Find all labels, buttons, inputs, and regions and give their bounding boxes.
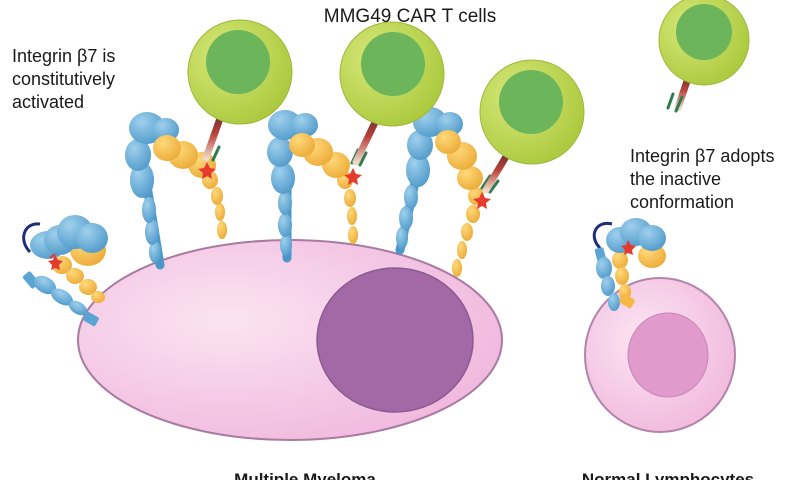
car-t-cell-3	[479, 59, 585, 194]
antibody-marker-1	[198, 162, 216, 179]
inactive-integrin	[592, 218, 666, 311]
active-integrin-1	[125, 112, 227, 270]
antibody-marker-5	[621, 240, 636, 255]
inactive-note-line-3: conformation	[630, 192, 734, 212]
car-t-cell-1	[187, 19, 293, 162]
inactive-note-line-2: the inactive	[630, 169, 721, 189]
active-note-line-3: activated	[12, 92, 84, 112]
antibody-marker-3	[473, 192, 491, 209]
antibody-marker-2	[344, 168, 362, 185]
active-integrin-3	[395, 107, 500, 277]
myeloma-nucleus	[316, 267, 474, 413]
lymphocyte-cell	[584, 277, 736, 433]
car-t-cell-2	[339, 21, 445, 166]
antibody-marker-4	[48, 255, 63, 270]
myeloma-label: Multiple Myeloma	[234, 470, 376, 480]
myeloma-cell	[77, 239, 503, 441]
car-t-cell-4	[658, 0, 750, 113]
lymphocytes-label: Normal Lymphocytes	[582, 470, 754, 480]
active-note-line-1: Integrin β7 is	[12, 46, 115, 66]
car-t-cells-label: MMG49 CAR T cells	[324, 6, 496, 27]
active-integrin-4	[22, 215, 108, 327]
lymphocyte-nucleus	[627, 312, 709, 398]
active-note-line-2: constitutively	[12, 69, 115, 89]
active-integrin-2	[267, 110, 368, 263]
inactive-note-line-1: Integrin β7 adopts	[630, 146, 774, 166]
